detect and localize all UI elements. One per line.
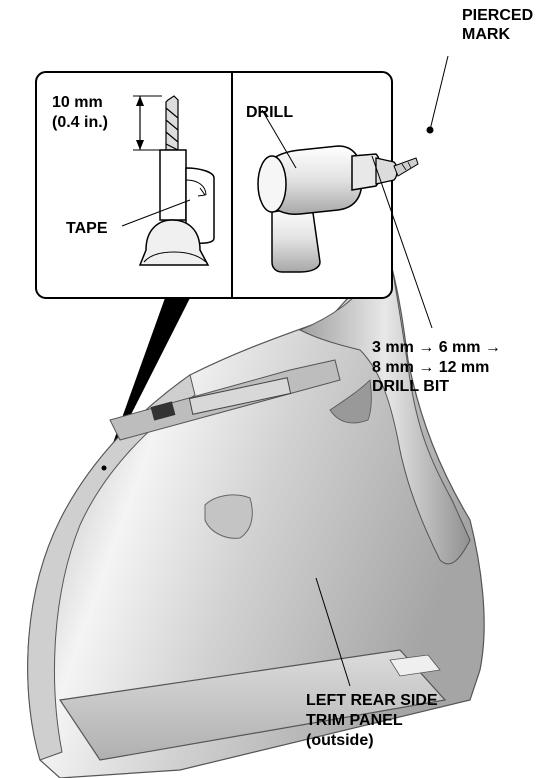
label-depth-line2: (0.4 in.) xyxy=(52,114,108,131)
panel-pillar-groove xyxy=(329,379,372,424)
panel-center-recess xyxy=(204,494,253,539)
drill-leader xyxy=(261,109,297,169)
label-panel-line2: TRIM PANEL xyxy=(306,712,403,729)
panel-leader xyxy=(315,577,351,687)
panel-floor-flange xyxy=(58,649,447,761)
label-bit-sizes-line2: 8 mm → 12 mm xyxy=(372,359,489,376)
drill-bit xyxy=(393,157,419,177)
bit-leader xyxy=(371,155,433,329)
label-pierced-mark-line1: PIERCED xyxy=(462,7,533,24)
bit-flute xyxy=(165,95,179,151)
panel-slot-left xyxy=(150,401,176,421)
panel-outer-rim xyxy=(27,374,196,761)
tape-leader xyxy=(121,199,191,227)
label-tape: TAPE xyxy=(66,220,108,237)
label-drill: DRILL xyxy=(246,104,293,121)
label-pierced-mark-line2: MARK xyxy=(462,26,510,43)
drill-chuck xyxy=(375,157,398,185)
dim-arrow-down xyxy=(136,140,144,150)
inset-detail-box xyxy=(35,71,419,299)
pierced-mark-leader xyxy=(429,55,449,131)
label-bit-sizes-line1: 3 mm → 6 mm → xyxy=(372,339,501,356)
drill-handle xyxy=(271,205,321,273)
label-panel-line1: LEFT REAR SIDE xyxy=(306,692,438,709)
label-depth-line1: 10 mm xyxy=(52,94,103,111)
drill-bit-with-tape-illustration xyxy=(121,95,215,266)
label-drill-bit: DRILL BIT xyxy=(372,378,449,395)
panel-slot-right xyxy=(188,377,292,415)
trim-panel-illustration xyxy=(27,267,485,778)
panel-floor-tab xyxy=(389,654,441,677)
drill-rear-cap xyxy=(257,155,287,213)
drill-illustration xyxy=(257,145,419,273)
label-panel-line3: (outside) xyxy=(306,732,374,749)
dim-arrow-up xyxy=(136,96,144,106)
panel-pierced-point xyxy=(101,465,107,471)
